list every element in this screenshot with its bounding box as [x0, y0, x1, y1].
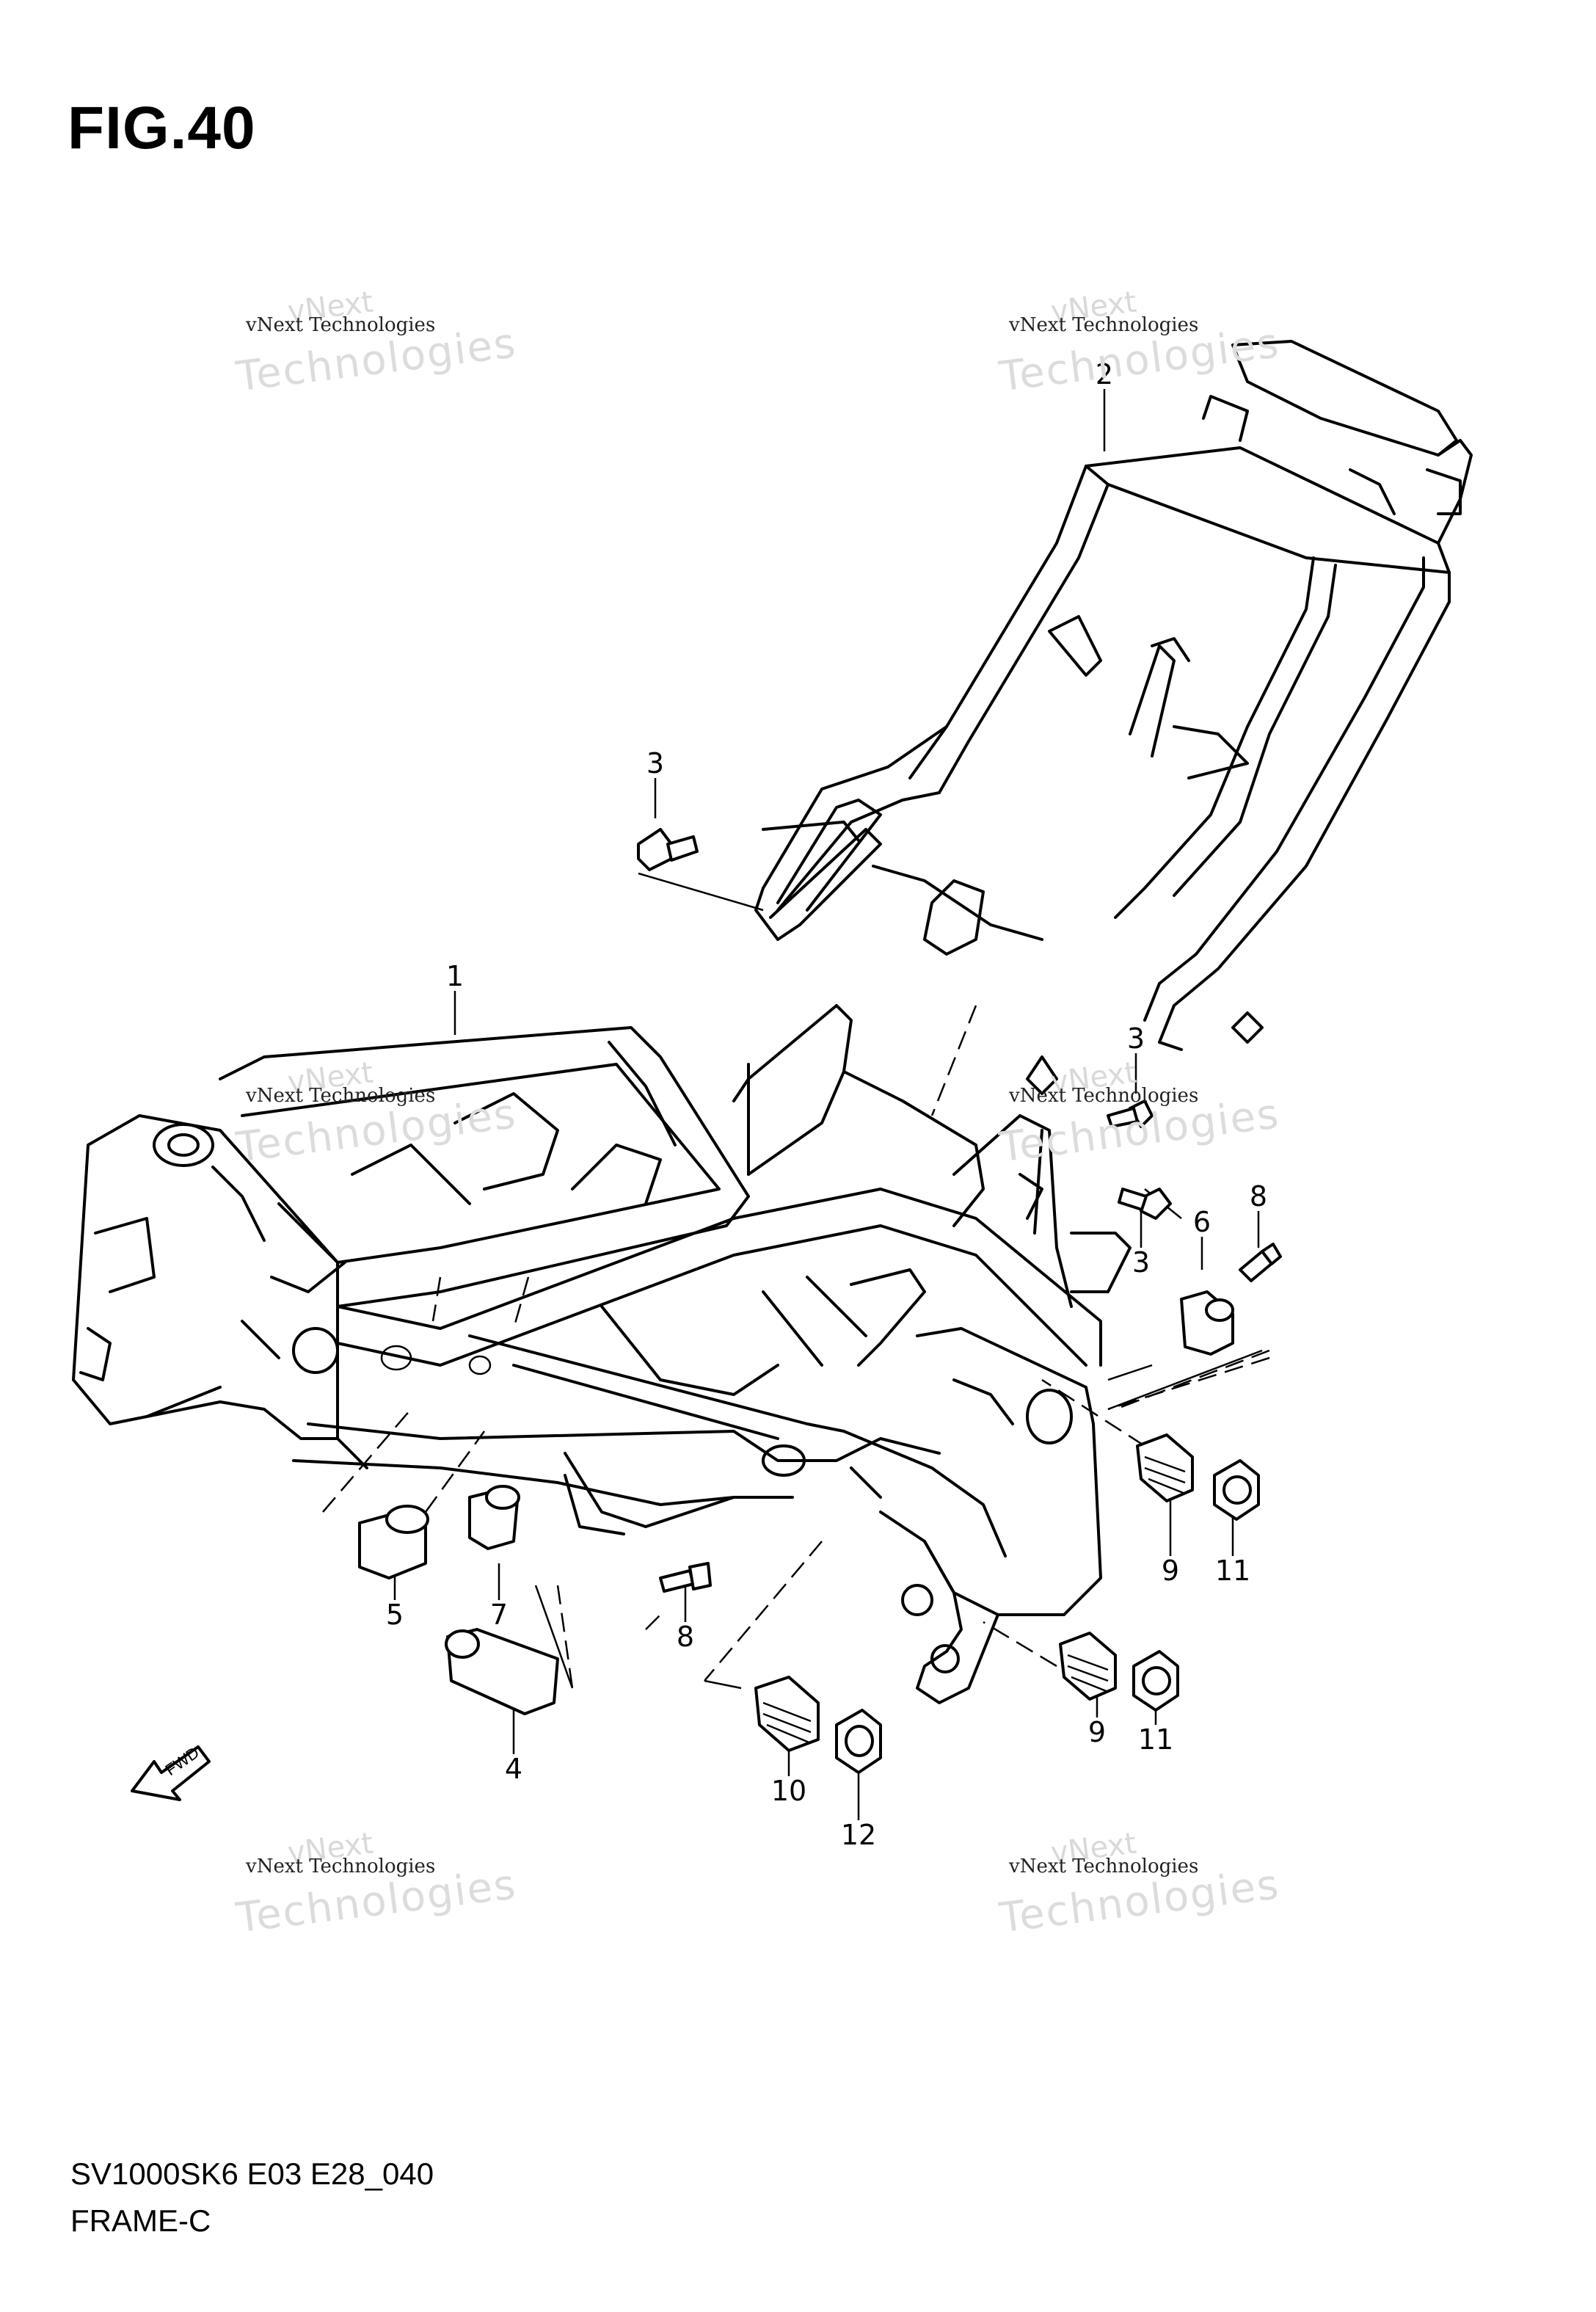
- callout-9: 9: [1087, 1716, 1107, 1748]
- callout-5: 5: [385, 1599, 404, 1631]
- callout-4: 4: [504, 1753, 523, 1785]
- figure-title: FIG.40: [68, 95, 256, 161]
- callout-6: 6: [1192, 1206, 1211, 1238]
- bolt-8-upper: [1239, 1243, 1282, 1282]
- alignment-lines: [322, 872, 1270, 1690]
- bolt-3-mid: [1107, 1099, 1154, 1128]
- spacer-4: [445, 1628, 559, 1715]
- callout-11: 11: [1214, 1555, 1251, 1587]
- diagram-code: SV1000SK6 E03 E28_040: [70, 2156, 434, 2191]
- adjuster-10: [754, 1676, 820, 1752]
- nut-11-upper: [1213, 1459, 1260, 1521]
- callout-1: 1: [445, 960, 464, 992]
- callout-12: 12: [840, 1819, 877, 1851]
- collar-5: [358, 1505, 429, 1579]
- bolt-8-lower: [659, 1562, 712, 1593]
- callout-3: 3: [646, 747, 665, 779]
- callout-3: 3: [1126, 1022, 1145, 1055]
- callout-11: 11: [1137, 1723, 1174, 1756]
- callout-8: 8: [676, 1621, 695, 1653]
- seat-rail-assembly: [754, 340, 1473, 1095]
- callout-9: 9: [1161, 1555, 1180, 1587]
- diagram-name: FRAME-C: [70, 2203, 211, 2238]
- callout-3: 3: [1132, 1246, 1151, 1279]
- adjuster-9-lower: [1059, 1632, 1117, 1701]
- nut-12: [835, 1709, 882, 1774]
- callout-2: 2: [1095, 358, 1114, 390]
- main-frame: [72, 1004, 1132, 1704]
- collar-6: [1180, 1290, 1234, 1356]
- bolt-3-upper: [637, 828, 699, 871]
- bolt-3-lower: [1118, 1188, 1172, 1220]
- callout-7: 7: [489, 1599, 509, 1631]
- callout-8: 8: [1249, 1180, 1268, 1213]
- callout-10: 10: [770, 1775, 807, 1807]
- fwd-arrow: FWD: [131, 1743, 211, 1801]
- nut-11-lower: [1132, 1650, 1179, 1712]
- collar-7: [468, 1485, 520, 1550]
- adjuster-9-upper: [1136, 1433, 1194, 1502]
